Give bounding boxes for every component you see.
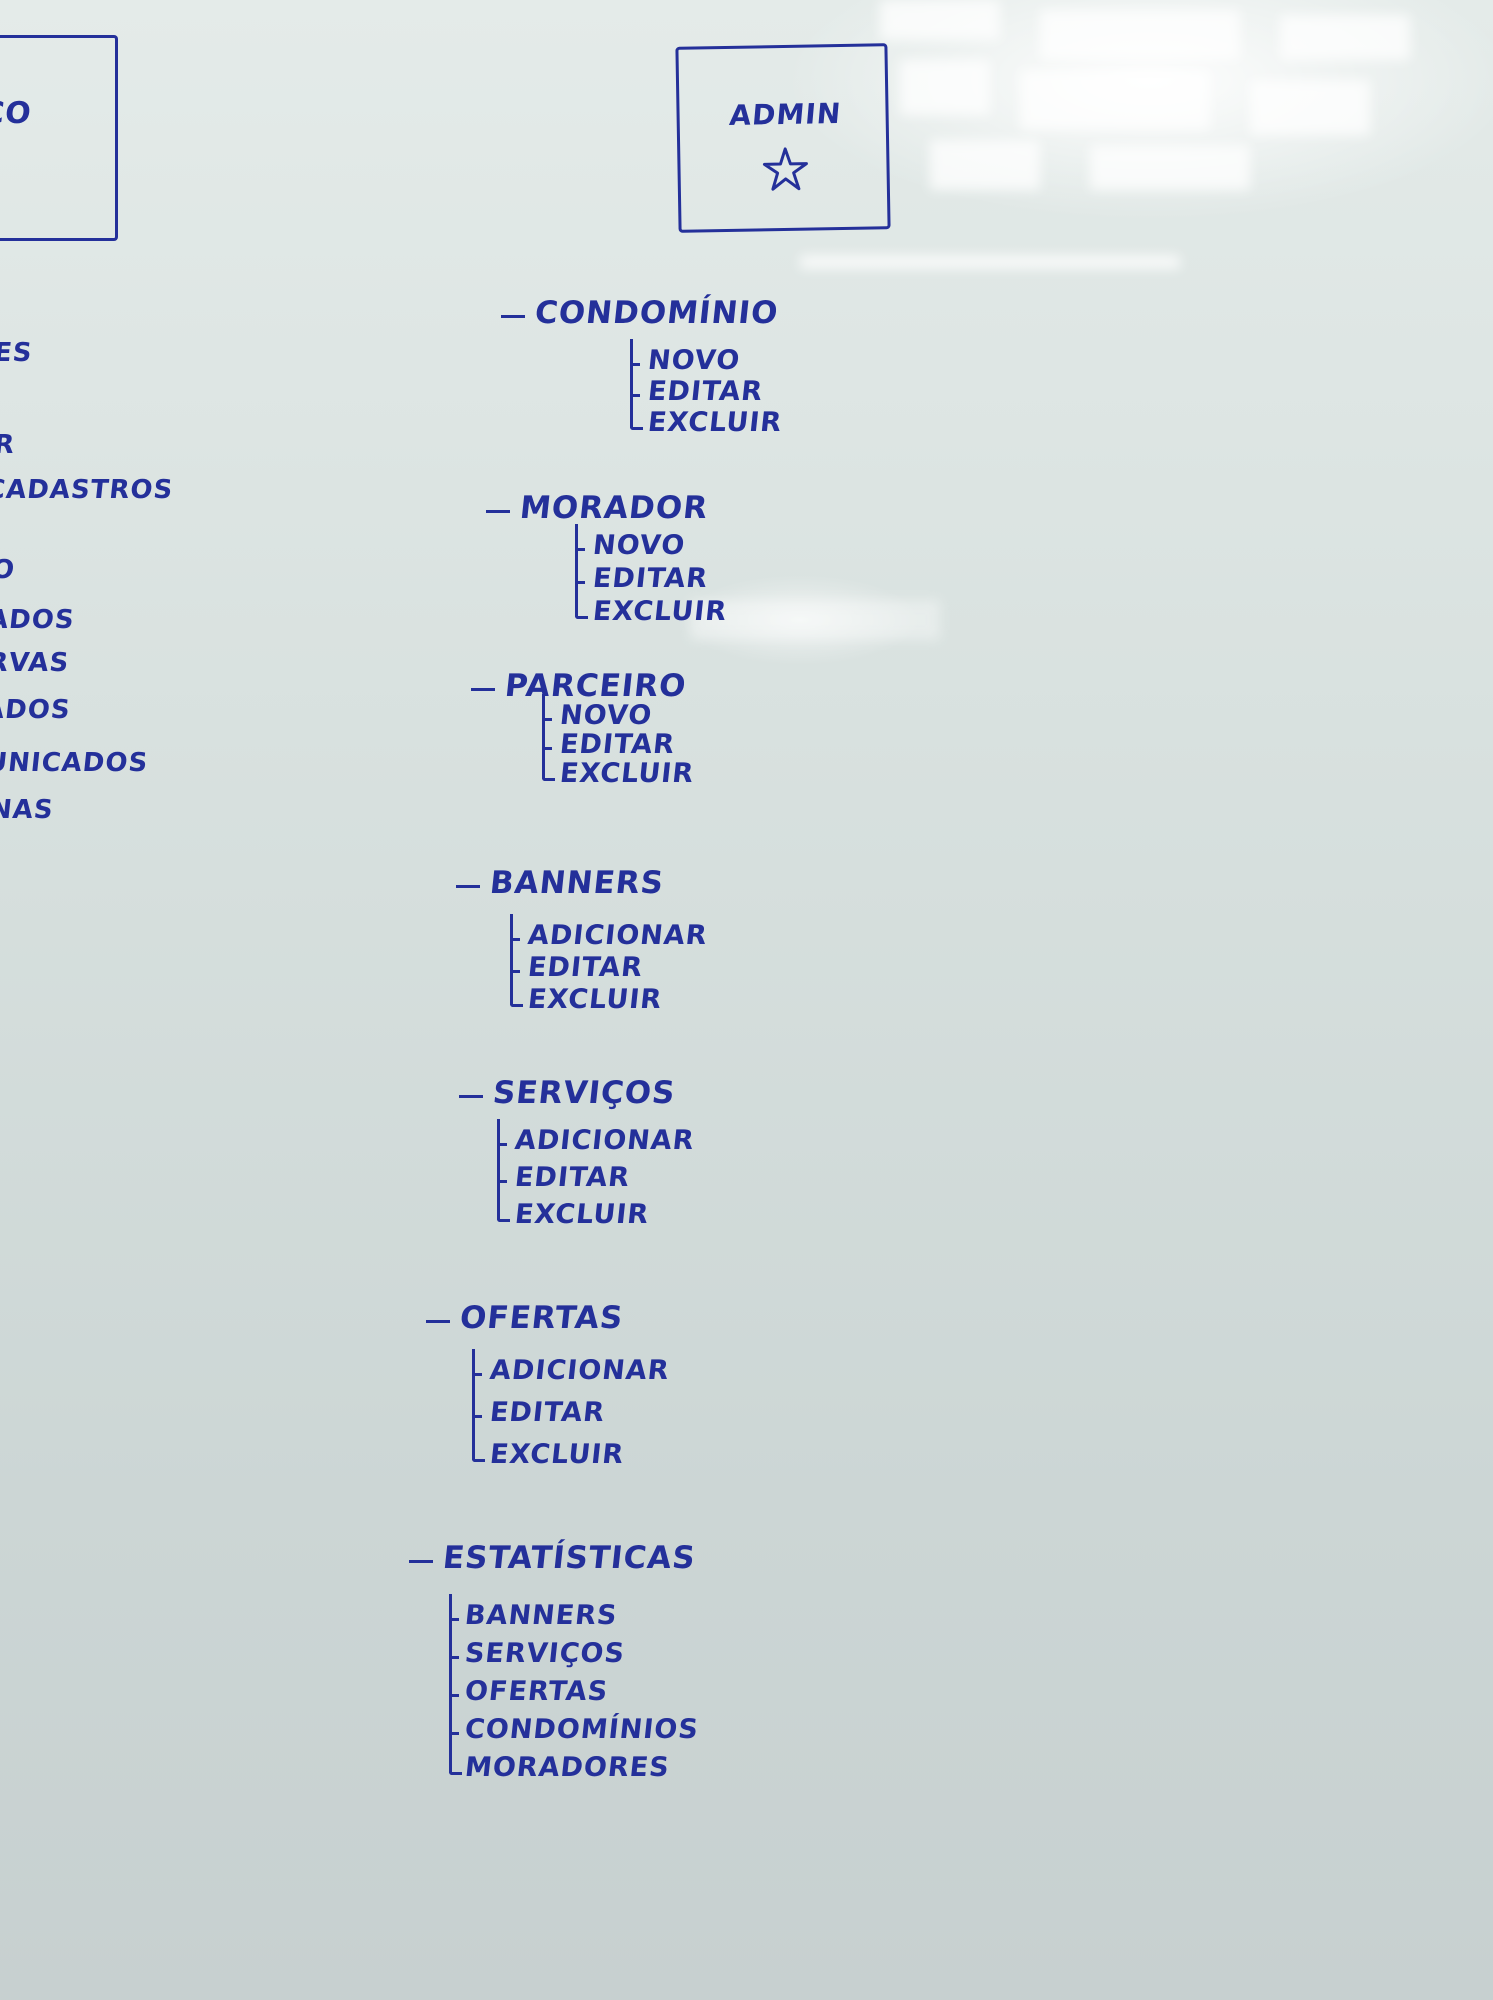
section-dash — [426, 1320, 450, 1323]
item-tick — [449, 1694, 459, 1697]
section-dash — [409, 1560, 433, 1563]
section-title: MORADOR — [518, 490, 710, 526]
section-item: OFERTAS — [463, 1676, 610, 1707]
section-item: EXCLUIR — [591, 596, 729, 627]
section-item: EXCLUIR — [558, 758, 696, 789]
left-edge-fragment: R — [0, 430, 17, 460]
item-tick — [497, 1143, 507, 1146]
section-title: SERVIÇOS — [491, 1075, 678, 1111]
section-dash — [459, 1095, 483, 1098]
section-item: SERVIÇOS — [463, 1638, 627, 1669]
section-bracket — [497, 1119, 510, 1222]
section-bracket — [630, 339, 643, 430]
item-tick — [497, 1180, 507, 1183]
section-item: EXCLUIR — [646, 407, 784, 438]
section-dash — [486, 510, 510, 513]
item-tick — [449, 1732, 459, 1735]
section-bracket — [575, 524, 588, 619]
section-title: ESTATÍSTICAS — [441, 1540, 698, 1576]
item-tick — [575, 548, 585, 551]
item-tick — [630, 394, 640, 397]
section-bracket — [542, 694, 555, 781]
section-item: BANNERS — [463, 1600, 619, 1631]
left-box-label: ICO — [0, 96, 34, 131]
section-title: OFERTAS — [458, 1300, 626, 1336]
section-dash — [501, 315, 525, 318]
item-tick — [510, 970, 520, 973]
section-item: EDITAR — [488, 1397, 607, 1428]
item-tick — [449, 1656, 459, 1659]
left-edge-fragment: NAS — [0, 795, 56, 825]
section-title: CONDOMÍNIO — [533, 295, 781, 331]
section-item: ADICIONAR — [488, 1355, 672, 1386]
section-item: EXCLUIR — [488, 1439, 626, 1470]
section-bracket — [449, 1594, 462, 1775]
section-item: EDITAR — [646, 376, 765, 407]
star-icon — [762, 147, 808, 191]
section-item: MORADORES — [463, 1752, 672, 1783]
section-item: EDITAR — [558, 729, 677, 760]
section-item: ADICIONAR — [526, 920, 710, 951]
section-item: EXCLUIR — [526, 984, 664, 1015]
item-tick — [510, 938, 520, 941]
section-item: NOVO — [591, 530, 687, 561]
section-bracket — [510, 914, 523, 1007]
item-tick — [472, 1373, 482, 1376]
left-edge-fragment: ES — [0, 338, 35, 368]
section-item: NOVO — [558, 700, 654, 731]
left-edge-fragment: ADOS — [0, 695, 73, 725]
item-tick — [449, 1618, 459, 1621]
left-edge-fragment: RVAS — [0, 648, 71, 678]
section-item: ADICIONAR — [513, 1125, 697, 1156]
left-edge-fragment: O — [0, 555, 17, 585]
item-tick — [542, 718, 552, 721]
admin-box: ADMIN — [675, 43, 891, 233]
section-item: EDITAR — [526, 952, 645, 983]
section-item: EDITAR — [513, 1162, 632, 1193]
section-item: CONDOMÍNIOS — [463, 1714, 701, 1745]
admin-title: ADMIN — [728, 96, 843, 132]
section-title: BANNERS — [488, 865, 666, 901]
item-tick — [472, 1415, 482, 1418]
item-tick — [575, 581, 585, 584]
item-tick — [542, 747, 552, 750]
item-tick — [630, 363, 640, 366]
section-item: EXCLUIR — [513, 1199, 651, 1230]
left-partial-box: ICO — [0, 35, 118, 241]
left-edge-fragment: CADASTROS — [0, 475, 175, 505]
section-item: EDITAR — [591, 563, 710, 594]
left-edge-fragment: ADOS — [0, 605, 77, 635]
section-dash — [456, 885, 480, 888]
section-bracket — [472, 1349, 485, 1462]
left-edge-fragment: UNICADOS — [0, 748, 150, 778]
section-title: PARCEIRO — [503, 668, 689, 704]
section-dash — [471, 688, 495, 691]
section-item: NOVO — [646, 345, 742, 376]
